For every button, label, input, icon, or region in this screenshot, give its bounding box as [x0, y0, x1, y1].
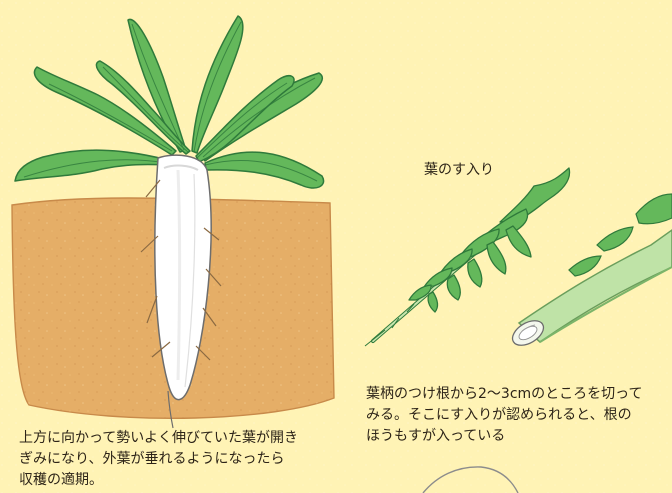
radish-leaf-veins: [23, 21, 318, 182]
leaf-top-right: [191, 15, 244, 154]
bottom-radish-edge: [422, 466, 519, 493]
harvest-caption-line-2: ぎみになり、外葉が垂れるようになったら: [19, 451, 285, 467]
harvest-timing-caption: 上方に向かって勢いよく伸びていた葉が開き ぎみになり、外葉が垂れるようになったら…: [19, 428, 341, 491]
cut-caption-line-2: みる。そこにす入りが認められると、根の: [366, 407, 632, 423]
harvest-caption-line-1: 上方に向かって勢いよく伸びていた葉が開き: [19, 430, 299, 446]
leaf-right-lower: [204, 151, 325, 189]
hollow-leaf-illustration: [364, 167, 571, 347]
radish-root: [140, 154, 222, 429]
cut-caption-line-1: 葉柄のつけ根から2〜3cmのところを切って: [366, 386, 643, 402]
leaf-inner-right: [195, 75, 295, 163]
leaf-left-lower: [14, 149, 169, 182]
cut-check-caption: 葉柄のつけ根から2〜3cmのところを切って みる。そこにす入りが認められると、根…: [366, 384, 662, 447]
harvest-caption-line-3: 収穫の適期。: [19, 472, 103, 488]
hollow-leaf-label: 葉のす入り: [424, 162, 494, 178]
cut-caption-line-3: ほうもすが入っている: [366, 428, 506, 444]
cut-stalk-illustration: [511, 193, 672, 346]
